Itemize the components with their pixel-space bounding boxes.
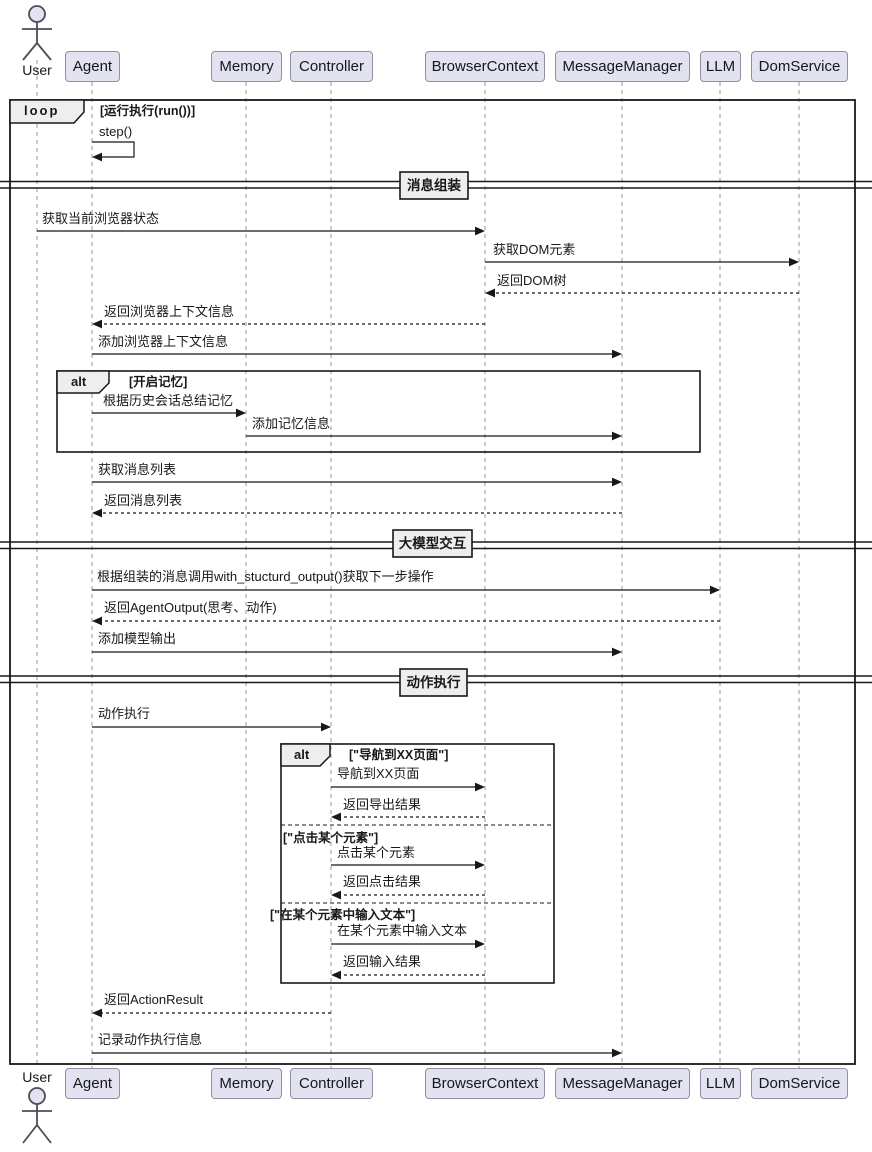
actor-label-user-top: User	[22, 62, 52, 78]
alt-memory-condition: [开启记忆]	[129, 375, 188, 389]
divider-assemble: 消息组装	[407, 178, 461, 193]
arrow-return-browser-context	[92, 319, 485, 329]
msg-return-click: 返回点击结果	[343, 874, 422, 889]
msg-click: 点击某个元素	[337, 845, 416, 860]
alt-action-case-separators	[281, 824, 554, 904]
msg-return-navigate: 返回导出结果	[343, 797, 422, 812]
message-arrows	[37, 141, 799, 1058]
msg-add-model-output: 添加模型输出	[98, 631, 177, 646]
msg-return-message-list: 返回消息列表	[104, 493, 183, 508]
frame-tabs	[9, 99, 331, 767]
participant-controller-top: Controller	[290, 51, 373, 82]
msg-return-action-result: 返回ActionResult	[104, 992, 203, 1007]
actor-user-bottom	[22, 1087, 52, 1144]
arrow-summarize-memory	[92, 408, 246, 418]
alt-memory-frame	[56, 370, 701, 453]
arrow-call-llm	[92, 585, 720, 595]
msg-summarize-memory: 根据历史会话总结记忆	[103, 393, 234, 408]
divider-boxes	[392, 171, 473, 697]
arrow-add-model-output	[92, 647, 622, 657]
divider-llm-interaction: 大模型交互	[398, 536, 467, 551]
arrow-click	[331, 860, 485, 870]
alt-action-case-input: ["在某个元素中输入文本"]	[270, 908, 416, 922]
actor-label-user-bottom: User	[22, 1069, 52, 1085]
arrow-get-dom-elements	[485, 257, 799, 267]
msg-get-message-list: 获取消息列表	[98, 462, 177, 477]
alt-action-keyword: alt	[294, 747, 310, 762]
msg-navigate: 导航到XX页面	[337, 766, 420, 781]
arrow-return-agent-output	[92, 616, 720, 626]
alt-memory-keyword: alt	[71, 374, 87, 389]
loop-keyword: loop	[24, 103, 60, 118]
arrow-navigate	[331, 782, 485, 792]
divider-action-execution: 动作执行	[406, 675, 461, 690]
arrow-action-execute	[92, 722, 331, 732]
participant-agent-top: Agent	[65, 51, 120, 82]
alt-memory-tab	[56, 370, 110, 394]
user-head-icon	[28, 1087, 46, 1105]
msg-get-browser-state: 获取当前浏览器状态	[42, 211, 160, 226]
msg-step: step()	[99, 124, 133, 139]
participant-controller-bottom: Controller	[290, 1068, 373, 1099]
msg-input-text: 在某个元素中输入文本	[337, 923, 468, 938]
alt-action-condition: ["导航到XX页面"]	[349, 748, 449, 762]
arrow-add-memory	[246, 431, 622, 441]
actor-user-top	[22, 5, 52, 61]
msg-return-input: 返回输入结果	[343, 954, 422, 969]
alt-action-case-click: ["点击某个元素"]	[283, 831, 379, 845]
arrow-get-browser-state	[37, 226, 485, 236]
arrow-return-navigate	[331, 812, 485, 822]
participant-browser-context-bottom: BrowserContext	[425, 1068, 545, 1099]
loop-tab	[9, 99, 85, 124]
participant-llm-top: LLM	[700, 51, 741, 82]
participant-memory-top: Memory	[211, 51, 282, 82]
msg-add-browser-context: 添加浏览器上下文信息	[98, 334, 229, 349]
msg-return-browser-context: 返回浏览器上下文信息	[104, 304, 235, 319]
msg-action-execute: 动作执行	[98, 706, 151, 721]
msg-return-dom-tree: 返回DOM树	[497, 273, 567, 288]
msg-add-memory: 添加记忆信息	[252, 416, 331, 431]
user-head-icon	[28, 5, 46, 23]
participant-message-manager-bottom: MessageManager	[555, 1068, 690, 1099]
alt-action-frame	[280, 743, 555, 984]
msg-return-agent-output: 返回AgentOutput(思考、动作)	[104, 600, 277, 615]
arrow-return-dom-tree	[485, 288, 799, 298]
arrow-input-text	[331, 939, 485, 949]
participant-dom-service-bottom: DomService	[751, 1068, 848, 1099]
participant-llm-bottom: LLM	[700, 1068, 741, 1099]
loop-frame	[9, 99, 856, 1065]
arrow-return-click	[331, 890, 485, 900]
alt-action-tab	[280, 743, 331, 767]
arrow-add-browser-context	[92, 349, 622, 359]
participant-agent-bottom: Agent	[65, 1068, 120, 1099]
loop-condition: [运行执行(run())]	[100, 104, 196, 118]
arrow-get-message-list	[92, 477, 622, 487]
arrow-return-message-list	[92, 508, 622, 518]
arrow-record-action	[92, 1048, 622, 1058]
msg-get-dom-elements: 获取DOM元素	[493, 242, 576, 257]
arrow-return-input	[331, 970, 485, 980]
arrow-step-self	[92, 141, 135, 162]
participant-message-manager-top: MessageManager	[555, 51, 690, 82]
participant-browser-context-top: BrowserContext	[425, 51, 545, 82]
msg-record-action: 记录动作执行信息	[98, 1032, 203, 1047]
lifelines	[36, 60, 800, 1068]
arrow-return-action-result	[92, 1008, 331, 1018]
participant-memory-bottom: Memory	[211, 1068, 282, 1099]
msg-call-llm: 根据组装的消息调用with_stucturd_output()获取下一步操作	[97, 569, 434, 584]
participant-dom-service-top: DomService	[751, 51, 848, 82]
